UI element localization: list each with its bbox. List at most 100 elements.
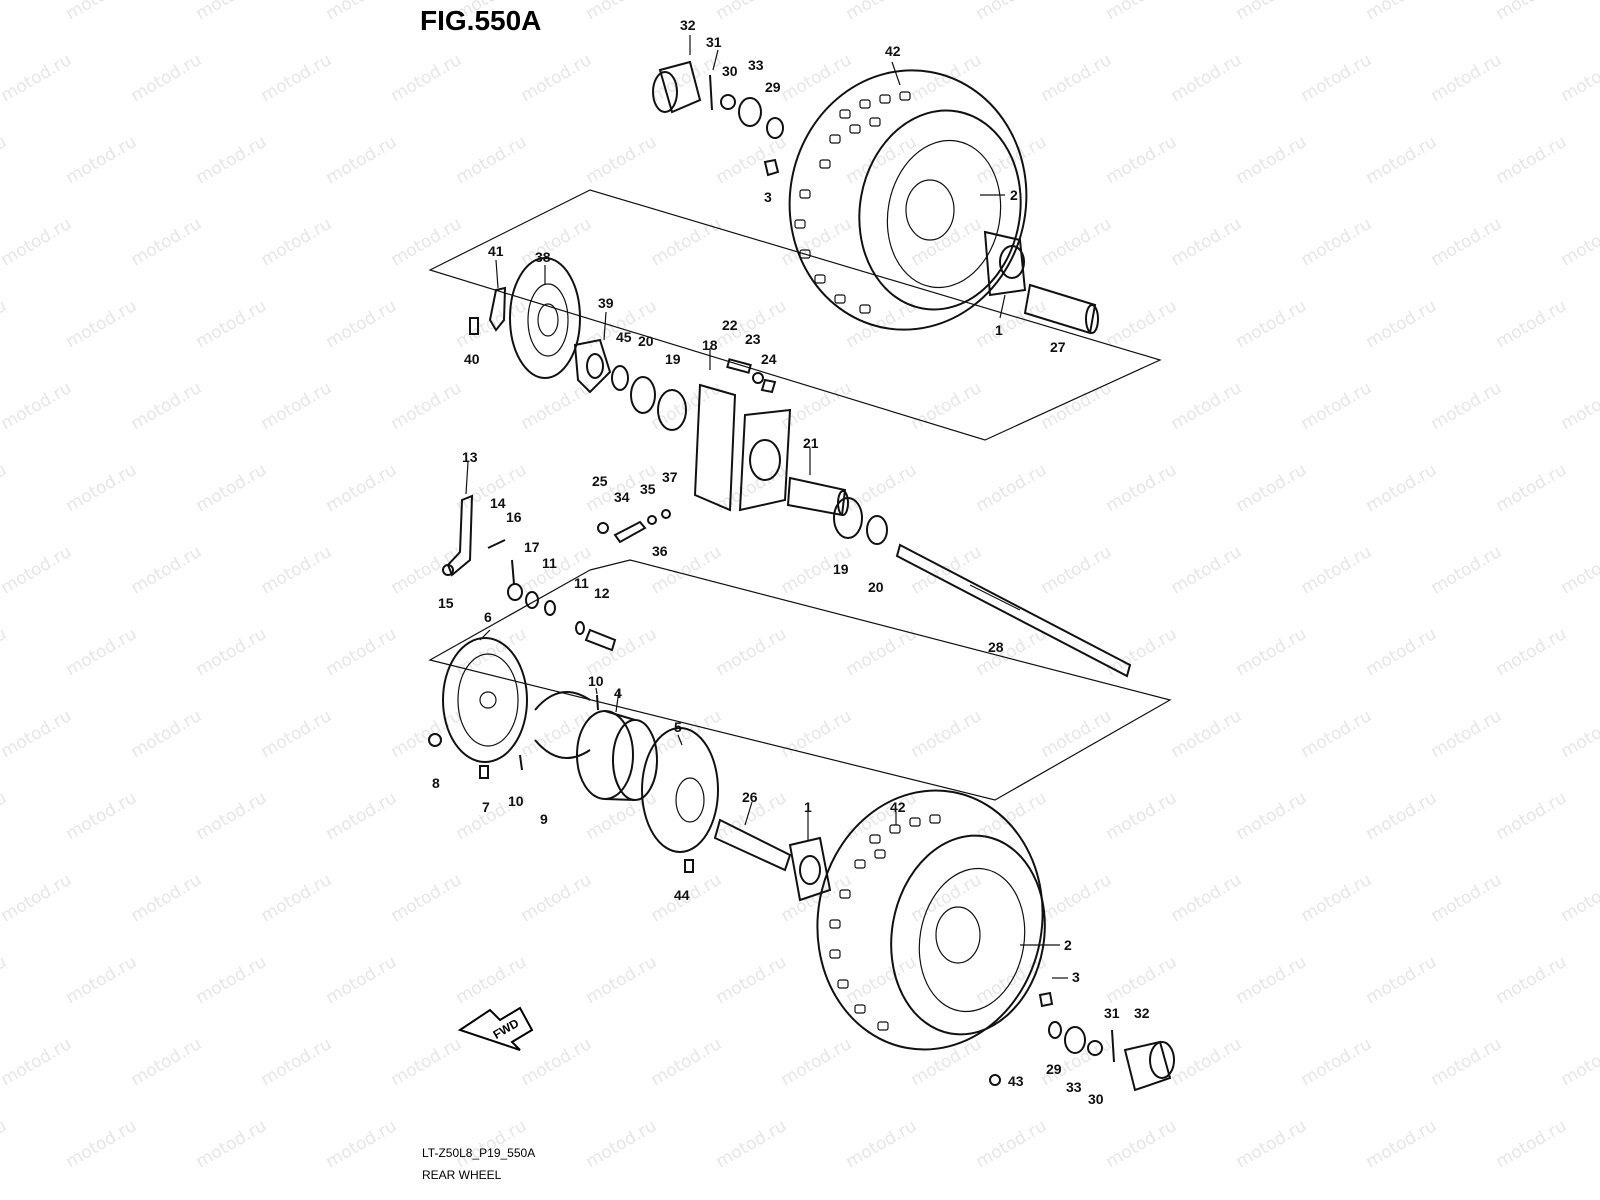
watermark-text: motod.ru <box>1493 460 1571 516</box>
watermark-text: motod.ru <box>193 1116 271 1172</box>
spacer-26 <box>713 818 792 872</box>
watermark-text: motod.ru <box>1103 1116 1181 1172</box>
lower-assembly-frame <box>428 559 1172 801</box>
watermark-text: motod.ru <box>0 542 75 598</box>
watermark-text: motod.ru <box>1168 706 1246 762</box>
watermark-text: motod.ru <box>63 1116 141 1172</box>
watermark-text: motod.ru <box>1298 214 1376 270</box>
callout-34: 34 <box>614 489 630 505</box>
watermark-text: motod.ru <box>1558 378 1600 434</box>
callout-44: 44 <box>674 887 690 903</box>
callout-42-upper: 42 <box>885 43 901 59</box>
callout-39: 39 <box>598 295 614 311</box>
watermark-text: motod.ru <box>0 870 75 926</box>
watermark-text: motod.ru <box>323 296 401 352</box>
callout-16: 16 <box>506 509 522 525</box>
watermark-text: motod.ru <box>63 296 141 352</box>
watermark-text: motod.ru <box>1363 460 1441 516</box>
watermark-text: motod.ru <box>258 378 336 434</box>
callout-29-upper: 29 <box>765 79 781 95</box>
watermark-text: motod.ru <box>0 296 10 352</box>
watermark-text: motod.ru <box>258 870 336 926</box>
watermark-text: motod.ru <box>908 378 986 434</box>
axle-shaft-28 <box>895 543 1132 678</box>
callout-45: 45 <box>616 329 632 345</box>
watermark-text: motod.ru <box>973 952 1051 1008</box>
watermark-text: motod.ru <box>908 214 986 270</box>
callout-3-upper: 3 <box>764 189 772 205</box>
watermark-text: motod.ru <box>518 870 596 926</box>
watermark-text: motod.ru <box>323 1116 401 1172</box>
callout-14: 14 <box>490 495 506 511</box>
watermark-text: motod.ru <box>388 706 466 762</box>
callout-33-upper: 33 <box>748 57 764 73</box>
watermark-text: motod.ru <box>193 788 271 844</box>
watermark-text: motod.ru <box>388 50 466 106</box>
watermark-text: motod.ru <box>1233 952 1311 1008</box>
watermark-text: motod.ru <box>1428 706 1506 762</box>
watermark-text: motod.ru <box>973 1116 1051 1172</box>
callout-18: 18 <box>702 337 718 353</box>
callout-11-b: 11 <box>574 575 589 591</box>
watermark-text: motod.ru <box>778 706 856 762</box>
watermark-text: motod.ru <box>128 50 206 106</box>
callout-1-upper: 1 <box>995 322 1003 338</box>
callout-30-lower: 30 <box>1088 1091 1104 1107</box>
callout-22: 22 <box>722 317 738 333</box>
callout-10-lower: 10 <box>508 793 524 809</box>
watermark-text: motod.ru <box>1168 214 1246 270</box>
brake-arm-13 <box>446 494 474 577</box>
watermark-text: motod.ru <box>323 132 401 188</box>
watermark-text: motod.ru <box>128 214 206 270</box>
watermark-text: motod.ru <box>1103 624 1181 680</box>
callout-42-lower: 42 <box>890 799 906 815</box>
watermark-text: motod.ru <box>1103 132 1181 188</box>
watermark-text: motod.ru <box>1558 214 1600 270</box>
watermark-text: motod.ru <box>388 378 466 434</box>
upper-hub <box>983 230 1027 297</box>
upper-spacer-27 <box>1023 283 1099 335</box>
brake-drum-4 <box>576 710 658 801</box>
watermark-text: motod.ru <box>648 1034 726 1090</box>
watermark-text: motod.ru <box>1363 296 1441 352</box>
callout-17: 17 <box>524 539 540 555</box>
callout-40: 40 <box>464 351 480 367</box>
watermark-text: motod.ru <box>908 50 986 106</box>
watermark-text: motod.ru <box>453 132 531 188</box>
watermark-text: motod.ru <box>843 1116 921 1172</box>
watermark-text: motod.ru <box>388 214 466 270</box>
callout-15: 15 <box>438 595 454 611</box>
watermark-text: motod.ru <box>843 132 921 188</box>
watermark-text: motod.ru <box>1298 870 1376 926</box>
callout-19-lower: 19 <box>833 561 849 577</box>
watermark-text: motod.ru <box>1428 1034 1506 1090</box>
watermark-text: motod.ru <box>63 460 141 516</box>
watermark-text: motod.ru <box>1103 296 1181 352</box>
watermark-text: motod.ru <box>583 0 661 24</box>
callout-36: 36 <box>652 543 668 559</box>
watermark-text: motod.ru <box>778 1034 856 1090</box>
watermark-text: motod.ru <box>1103 788 1181 844</box>
brake-panel-6 <box>442 637 528 763</box>
upper-tire <box>788 69 1028 331</box>
watermark-text: motod.ru <box>1103 0 1181 24</box>
watermark-text: motod.ru <box>258 50 336 106</box>
callout-3-lower: 3 <box>1072 969 1080 985</box>
callout-33-lower: 33 <box>1066 1079 1082 1095</box>
watermark-text: motod.ru <box>648 50 726 106</box>
watermark-text: motod.ru <box>843 952 921 1008</box>
watermark-text: motod.ru <box>908 706 986 762</box>
watermark-text: motod.ru <box>258 1034 336 1090</box>
watermark-text: motod.ru <box>843 0 921 24</box>
callout-1-lower: 1 <box>804 799 812 815</box>
watermark-text: motod.ru <box>1493 0 1571 24</box>
watermark-text: motod.ru <box>1493 1116 1571 1172</box>
callout-5: 5 <box>674 719 682 735</box>
watermark-text: motod.ru <box>1558 870 1600 926</box>
watermark-text: motod.ru <box>323 788 401 844</box>
watermark-text: motod.ru <box>1233 1116 1311 1172</box>
watermark-text: motod.ru <box>1168 378 1246 434</box>
watermark-text: motod.ru <box>128 542 206 598</box>
